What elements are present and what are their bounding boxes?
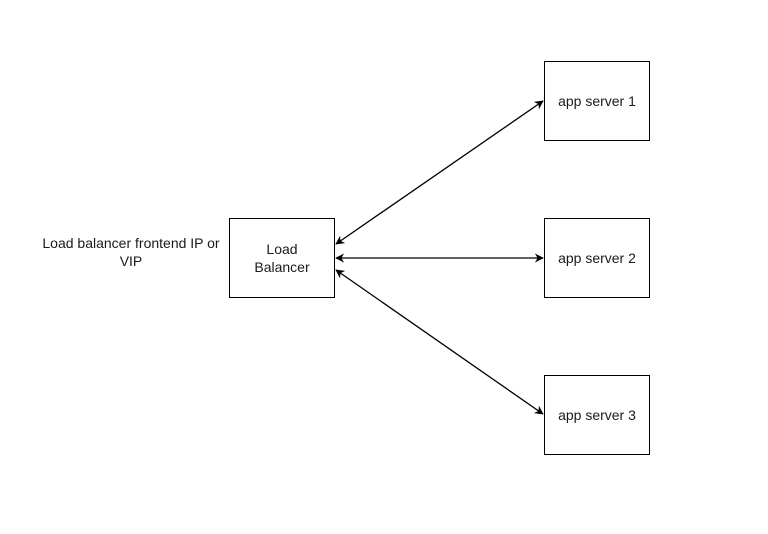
app-server-2-label: app server 2 [558, 250, 636, 266]
app-server-3-label: app server 3 [558, 407, 636, 423]
connector-lb-server-3 [335, 269, 544, 415]
app-server-1-node[interactable]: app server 1 [544, 61, 650, 141]
app-server-3-node[interactable]: app server 3 [544, 375, 650, 455]
load-balancer-label: Load Balancer [254, 241, 310, 275]
app-server-2-node[interactable]: app server 2 [544, 218, 650, 298]
connector-lb-server-1 [335, 100, 544, 245]
frontend-ip-label: Load balancer frontend IP or VIP [42, 235, 220, 269]
app-server-1-label: app server 1 [558, 93, 636, 109]
load-balancer-node[interactable]: Load Balancer [229, 218, 335, 298]
